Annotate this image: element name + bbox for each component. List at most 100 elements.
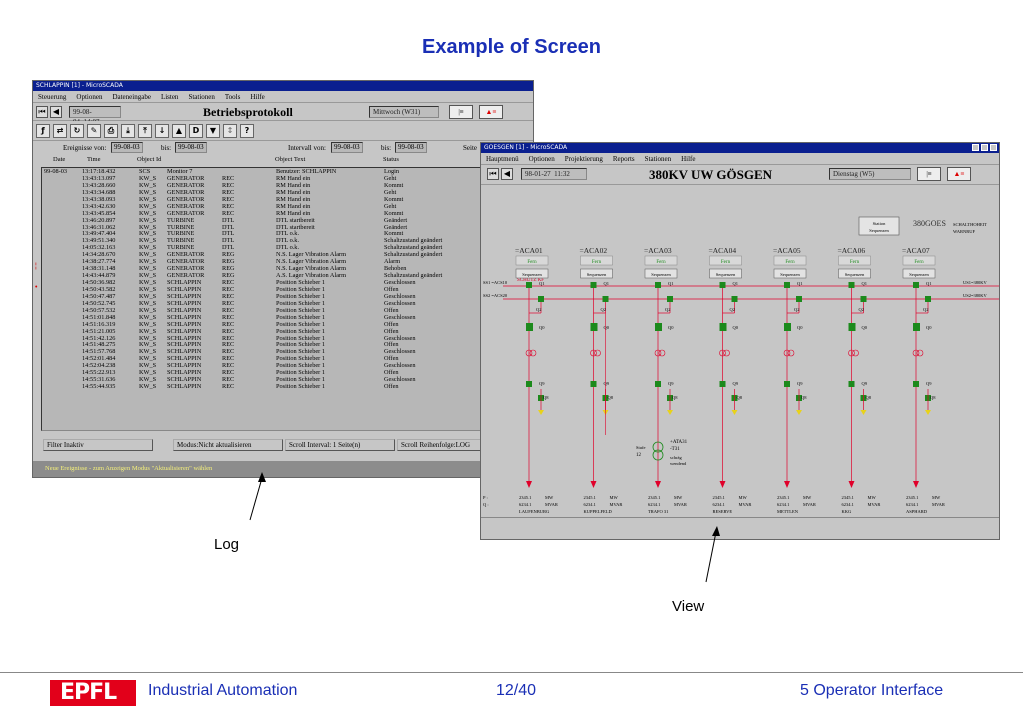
bay-sequenzen-button[interactable] <box>580 268 613 279</box>
switch-q9[interactable] <box>913 381 919 387</box>
sort-disabled-icon[interactable]: ↕ <box>223 124 237 138</box>
filter-status[interactable]: Filter Inaktiv <box>43 439 153 451</box>
switch-q9[interactable] <box>526 381 532 387</box>
bay-sequenzen-button[interactable] <box>515 268 549 279</box>
mode-status[interactable]: Modus:Nicht aktualisieren <box>173 439 283 451</box>
maximize-icon[interactable] <box>981 144 988 151</box>
switch-q2[interactable] <box>860 296 867 302</box>
menu-item[interactable]: Hilfe <box>250 93 265 101</box>
col-object-id[interactable]: Object Id <box>137 156 162 163</box>
alarm-list-icon[interactable]: ▲≡ <box>479 105 503 119</box>
switch-q2[interactable] <box>667 296 673 302</box>
switch-q1[interactable] <box>848 282 855 288</box>
switch-q1[interactable] <box>655 282 661 288</box>
detail-icon[interactable]: D <box>189 124 203 138</box>
breaker-q0[interactable] <box>784 323 791 331</box>
sort-down-icon[interactable]: ▼ <box>206 124 220 138</box>
menu-item[interactable]: Optionen <box>76 93 103 101</box>
scroll-down-icon[interactable]: ↓ <box>155 124 169 138</box>
switch-q9[interactable] <box>784 381 790 387</box>
menu-item[interactable]: Listen <box>160 93 179 101</box>
filter-icon[interactable]: ⇄ <box>53 124 67 138</box>
switch-q9[interactable] <box>590 381 597 387</box>
menu-item[interactable]: Steuerung <box>38 93 67 101</box>
first-page-icon[interactable]: ⏮ <box>487 168 499 180</box>
breaker-q0[interactable] <box>913 323 920 331</box>
switch-q1[interactable] <box>526 282 532 288</box>
interval-from-field[interactable]: 99-08-03 <box>331 142 363 153</box>
switch-q2[interactable] <box>602 296 609 302</box>
bay-sequenzen-button[interactable] <box>838 268 871 279</box>
bay-sequenzen-button[interactable] <box>709 268 742 279</box>
breaker-q0[interactable] <box>526 323 533 331</box>
interval-to-field[interactable]: 99-08-03 <box>395 142 427 153</box>
menu-item[interactable]: Reports <box>612 155 635 163</box>
menu-item[interactable]: Projektierung <box>564 155 603 163</box>
menu-item[interactable]: Stationen <box>188 93 215 101</box>
switch-q1[interactable] <box>784 282 790 288</box>
events-from-field[interactable]: 99-08-03 <box>111 142 143 153</box>
switch-q1[interactable] <box>590 282 597 288</box>
col-time[interactable]: Time <box>87 156 101 163</box>
bay-sequenzen-button[interactable] <box>773 268 807 279</box>
function-icon[interactable]: ƒ <box>36 124 50 138</box>
switch-q2[interactable] <box>731 296 738 302</box>
menu-item[interactable]: Tools <box>224 93 241 101</box>
minimize-icon[interactable] <box>972 144 979 151</box>
menu-item[interactable]: Optionen <box>528 155 555 163</box>
breaker-q0[interactable] <box>719 323 727 331</box>
switch-q9[interactable] <box>719 381 726 387</box>
breaker-q0[interactable] <box>590 323 598 331</box>
view-window-titlebar[interactable]: GOESGEN [1] - MicroSCADA <box>481 143 999 153</box>
first-page-icon[interactable]: ⏮ <box>36 106 48 118</box>
menu-item[interactable]: Stationen <box>644 155 672 163</box>
edit-icon[interactable]: ✎ <box>87 124 101 138</box>
menu-item[interactable]: Hauptmenü <box>486 155 519 163</box>
switch-q2[interactable] <box>925 296 931 302</box>
breaker-q0[interactable] <box>655 323 662 331</box>
alarm-list-icon[interactable]: ▲≡ <box>947 167 971 181</box>
menu-item[interactable]: Dateneingabe <box>112 93 151 101</box>
scroll-bottom-icon[interactable]: ⤓ <box>121 124 135 138</box>
col-date[interactable]: Date <box>53 156 66 163</box>
print-icon[interactable]: ⎙ <box>104 124 118 138</box>
switch-q2[interactable] <box>796 296 802 302</box>
switch-q9[interactable] <box>848 381 855 387</box>
col-object-text[interactable]: Object Text <box>275 156 306 163</box>
switch-q1[interactable] <box>719 282 726 288</box>
close-icon[interactable] <box>990 144 997 151</box>
events-to-field[interactable]: 99-08-03 <box>175 142 207 153</box>
bay-sequenzen-button[interactable] <box>644 268 678 279</box>
scroll-interval-status[interactable]: Scroll Interval: 1 Seite(n) <box>285 439 395 451</box>
previous-icon[interactable]: ◀ <box>501 168 513 180</box>
switch-q2[interactable] <box>538 296 544 302</box>
refresh-icon[interactable]: ↻ <box>70 124 84 138</box>
menu-item[interactable]: Hilfe <box>681 155 696 163</box>
